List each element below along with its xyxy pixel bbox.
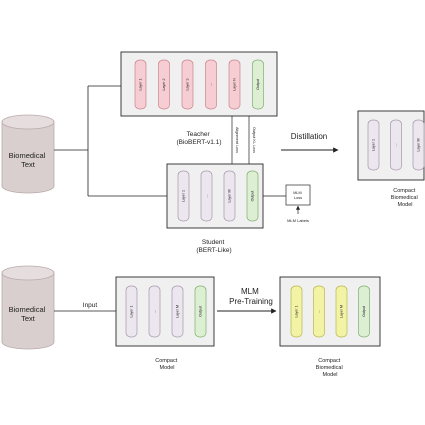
layer-label: Output <box>256 79 260 90</box>
bottom-source-label: Biomedical Text <box>9 305 48 323</box>
layer-pill <box>200 170 213 222</box>
layer-pill <box>228 59 241 110</box>
layer-pill <box>125 285 138 338</box>
layer-label: ... <box>208 83 213 86</box>
layer-pill <box>148 285 161 338</box>
layer-label: Output <box>250 191 254 202</box>
layer-pill <box>290 285 303 338</box>
input-label: Input <box>83 302 98 309</box>
layer-label: Layer 3 <box>185 79 189 91</box>
bottom-source-cylinder: Biomedical Text <box>1 265 55 350</box>
layer-label: Output <box>198 306 202 317</box>
layer-label: ... <box>204 194 209 197</box>
mlm-labels-text: MLM Labels <box>287 218 309 223</box>
bottom-result-caption: Compact Biomedical Model <box>316 358 344 378</box>
student-caption: Student (BERT-Like) <box>196 239 231 254</box>
layer-label: Layer 1 <box>181 190 185 202</box>
layer-pill <box>358 285 370 338</box>
layer-label: Output <box>362 306 366 317</box>
teacher-layers: Layer 1 Layer 2 Layer 3... Layer N Output <box>134 59 264 110</box>
layer-label: Layer 1 <box>138 79 142 91</box>
layer-label: ... <box>393 143 398 146</box>
layer-label: Layer N <box>232 78 236 91</box>
layer-label: Layer 1 <box>129 306 133 318</box>
top-source-cylinder: Biomedical Text <box>1 114 55 194</box>
alignment-loss-label: Alignment Loss <box>235 127 239 153</box>
layer-pill <box>158 59 170 110</box>
bottom-result-layers: Layer 1... Layer M Output <box>290 285 370 338</box>
layer-label: Layer M <box>339 305 343 318</box>
layer-label: ... <box>152 310 157 313</box>
layer-pill <box>390 119 402 171</box>
layer-pill <box>134 59 147 110</box>
layer-pill <box>177 170 190 222</box>
layer-label: Layer 2 <box>162 79 166 91</box>
layer-pill <box>313 285 325 338</box>
layer-label: Layer M <box>227 190 231 203</box>
layer-pill <box>335 285 348 338</box>
layer-pill <box>181 59 194 110</box>
teacher-caption: Teacher (BioBERT-v1.1) <box>176 131 221 146</box>
compact-caption: Compact Model <box>155 358 179 371</box>
compact-layers: Layer 1... Layer M Output <box>125 285 207 338</box>
layer-pill <box>194 285 207 338</box>
teacher-box <box>120 51 278 117</box>
layer-pill <box>205 59 217 110</box>
layer-label: Layer 1 <box>294 306 298 318</box>
top-result-layers: Layer 1... Layer M <box>367 119 425 171</box>
top-connectors <box>54 85 167 197</box>
layer-label: ... <box>316 310 321 313</box>
output-kl-loss-label: Output KL Loss <box>252 127 256 153</box>
distillation-label: Distillation <box>291 132 327 141</box>
pretraining-label: MLM Pre-Training <box>229 287 273 306</box>
student-layers: Layer 1... Layer M Output <box>177 170 259 222</box>
layer-pill <box>367 119 380 171</box>
layer-pill <box>223 170 236 222</box>
layer-pill <box>412 119 425 171</box>
mlm-loss-label: MLM Loss <box>293 191 303 200</box>
layer-label: Layer M <box>416 139 420 152</box>
layer-pill <box>246 170 259 222</box>
layer-pill <box>171 285 184 338</box>
layer-label: Layer M <box>175 305 179 318</box>
layer-pill <box>252 59 264 110</box>
top-source-label: Biomedical Text <box>9 151 48 169</box>
top-result-caption: Compact Biomedical Model <box>391 188 419 208</box>
layer-label: Layer 1 <box>371 139 375 151</box>
mlm-loss-box <box>285 184 311 206</box>
